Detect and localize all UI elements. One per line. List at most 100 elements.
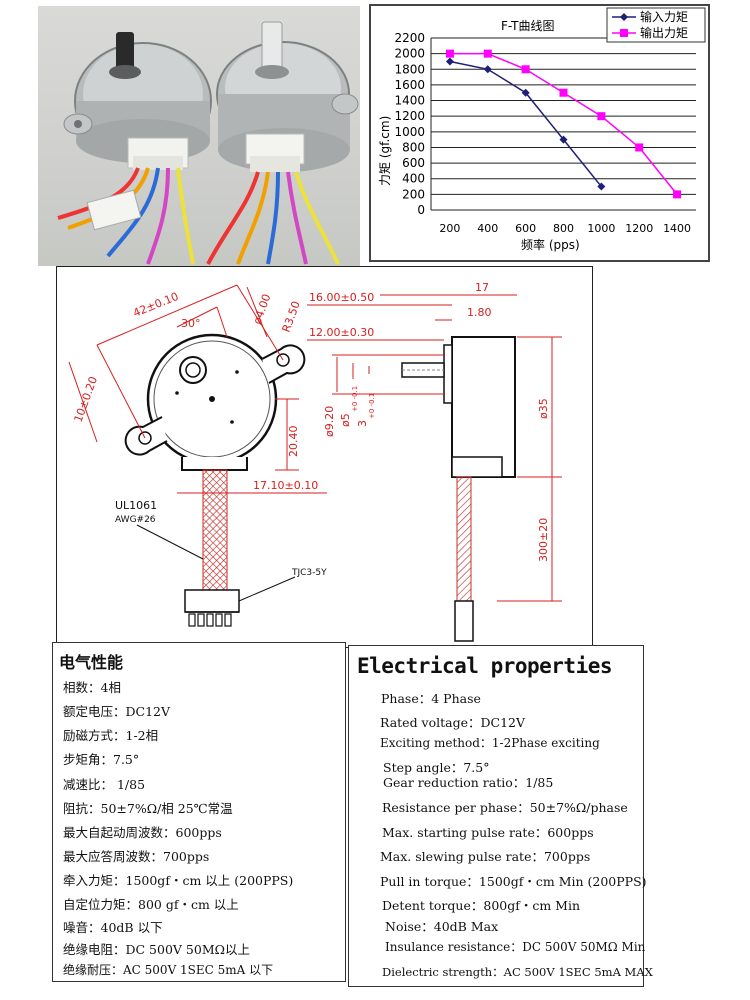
x-tick-label: 600 [515, 222, 536, 235]
data-point [483, 49, 492, 58]
en-spec-line: Rated voltage：DC12V [380, 715, 526, 730]
dim-30deg: 30° [181, 317, 201, 330]
data-point [445, 49, 454, 58]
shaft-boss [179, 356, 207, 384]
x-tick-label: 1400 [663, 222, 691, 235]
cn-spec-line: 绝缘耐压：AC 500V 1SEC 5mA 以下 [63, 963, 274, 977]
y-tick-label: 600 [402, 156, 425, 170]
data-point [673, 190, 682, 199]
motor-photo-illustration [57, 21, 359, 265]
x-tick-label: 1200 [625, 222, 653, 235]
flange-left [124, 416, 168, 456]
dim-5: ø5 [339, 413, 352, 427]
dim-12: 12.00±0.30 [309, 326, 374, 339]
motor-photo [38, 6, 360, 266]
x-axis-ticks: 200 400 600 800 1000 1200 1400 [439, 222, 691, 235]
y-axis-label: 力矩 (gf.cm) [378, 116, 392, 186]
en-spec-title: Electrical properties [357, 654, 613, 678]
chart-title: F-T曲线图 [501, 19, 554, 33]
data-point [483, 65, 492, 74]
data-point [559, 135, 568, 144]
cn-spec-line: 减速比： 1/85 [63, 777, 146, 792]
flange-right [261, 344, 306, 384]
dim-3: 3 [356, 420, 369, 427]
data-point [521, 65, 530, 74]
x-axis-label: 频率 (pps) [521, 237, 580, 252]
connector-front [184, 589, 240, 613]
y-tick-label: 1800 [394, 62, 425, 76]
series-line-0 [449, 60, 602, 188]
dim-1-80: 1.80 [467, 306, 492, 319]
front-dimension-lines [68, 284, 327, 494]
dim-radius: R3.50 [280, 299, 303, 334]
y-tick-label: 400 [402, 172, 425, 186]
wire-spec: UL1061 [115, 499, 157, 512]
dim-42: 42±0.10 [131, 290, 180, 320]
cn-spec-panel: 电气性能 相数：4相 额定电压：DC12V 励磁方式：1-2相 步矩角：7.5°… [52, 642, 346, 982]
en-spec-line: Exciting method：1-2Phase exciting [380, 736, 600, 750]
y-tick-label: 2200 [394, 31, 425, 45]
dim-9-20: ø9.20 [323, 406, 336, 437]
side-view [401, 336, 516, 642]
en-spec-line: Pull in torque：1500gf・cm Min (200PPS) [380, 874, 647, 889]
x-tick-label: 800 [553, 222, 574, 235]
side-boss [443, 344, 453, 404]
en-spec-line: Detent torque：800gf・cm Min [382, 898, 581, 913]
dimension-drawing: 42±0.10 30° ø4.00 R3.50 10±0.20 20.40 17… [56, 266, 593, 648]
cn-spec-line: 励磁方式：1-2相 [63, 728, 159, 743]
cn-spec-line: 最大应答周波数：700pps [63, 849, 210, 864]
wire-gauge: AWG#26 [115, 515, 156, 525]
y-tick-label: 200 [402, 187, 425, 201]
cn-spec-line: 绝缘电阻：DC 500V 50MΩ以上 [63, 942, 250, 957]
y-tick-label: 1000 [394, 125, 425, 139]
chart-gridlines [430, 37, 696, 211]
cn-spec-line: 噪音：40dB 以下 [63, 920, 163, 935]
cn-spec-line: 相数：4相 [63, 680, 121, 695]
data-point [521, 88, 530, 97]
en-spec-line: Noise：40dB Max [385, 919, 499, 934]
drawing-canvas: 42±0.10 30° ø4.00 R3.50 10±0.20 20.40 17… [68, 281, 562, 642]
dim-35: ø35 [537, 398, 550, 419]
y-tick-label: 1400 [394, 94, 425, 108]
legend-marker-output [620, 29, 628, 37]
en-spec-line: Dielectric strength：AC 500V 1SEC 5mA MAX [382, 965, 653, 979]
x-tick-label: 1000 [587, 222, 615, 235]
cn-spec-line: 阻抗：50±7%Ω/相 25℃常温 [63, 801, 233, 816]
wire-exit-housing [181, 457, 248, 471]
cn-spec-line: 步矩角：7.5° [63, 752, 140, 767]
legend-label-output: 输出力矩 [640, 25, 688, 40]
x-tick-label: 400 [477, 222, 498, 235]
data-point [597, 112, 606, 121]
cn-spec-line: 自定位力矩：800 gf・cm 以上 [63, 897, 239, 912]
chart-series [445, 49, 682, 199]
data-point [635, 143, 644, 152]
y-tick-label: 0 [417, 203, 425, 217]
series-line-1 [449, 52, 678, 195]
en-spec-line: Insulance resistance：DC 500V 50MΩ Min [385, 940, 646, 954]
en-spec-line: Resistance per phase：50±7%Ω/phase [382, 800, 628, 815]
dim-16: 16.00±0.50 [309, 291, 374, 304]
data-point [559, 88, 568, 97]
side-dimension-lines [307, 294, 562, 602]
en-spec-line: Gear reduction ratio：1/85 [383, 775, 554, 790]
cable-side [456, 476, 472, 602]
y-tick-label: 1200 [394, 109, 425, 123]
cn-spec-line: 最大自起动周波数：600pps [63, 825, 222, 840]
dim-300: 300±20 [537, 518, 550, 562]
dim-17: 17 [475, 281, 489, 294]
x-tick-label: 200 [439, 222, 460, 235]
connector-side [454, 600, 474, 642]
legend-label-input: 输入力矩 [640, 9, 688, 24]
data-point [597, 182, 606, 191]
y-axis-ticks: 0200400600800100012001400160018002000220… [394, 31, 425, 217]
mount-hole-right [276, 353, 290, 367]
cn-spec-title: 电气性能 [59, 653, 124, 672]
dim-20-40: 20.40 [287, 426, 300, 458]
shaft [185, 362, 201, 378]
mount-hole-left [138, 431, 152, 445]
data-point [445, 57, 454, 66]
dim-17-10: 17.10±0.10 [253, 479, 318, 492]
dim-5-tolerance: +0 -0.1 [351, 386, 359, 412]
en-spec-line: Phase：4 Phase [381, 691, 481, 706]
